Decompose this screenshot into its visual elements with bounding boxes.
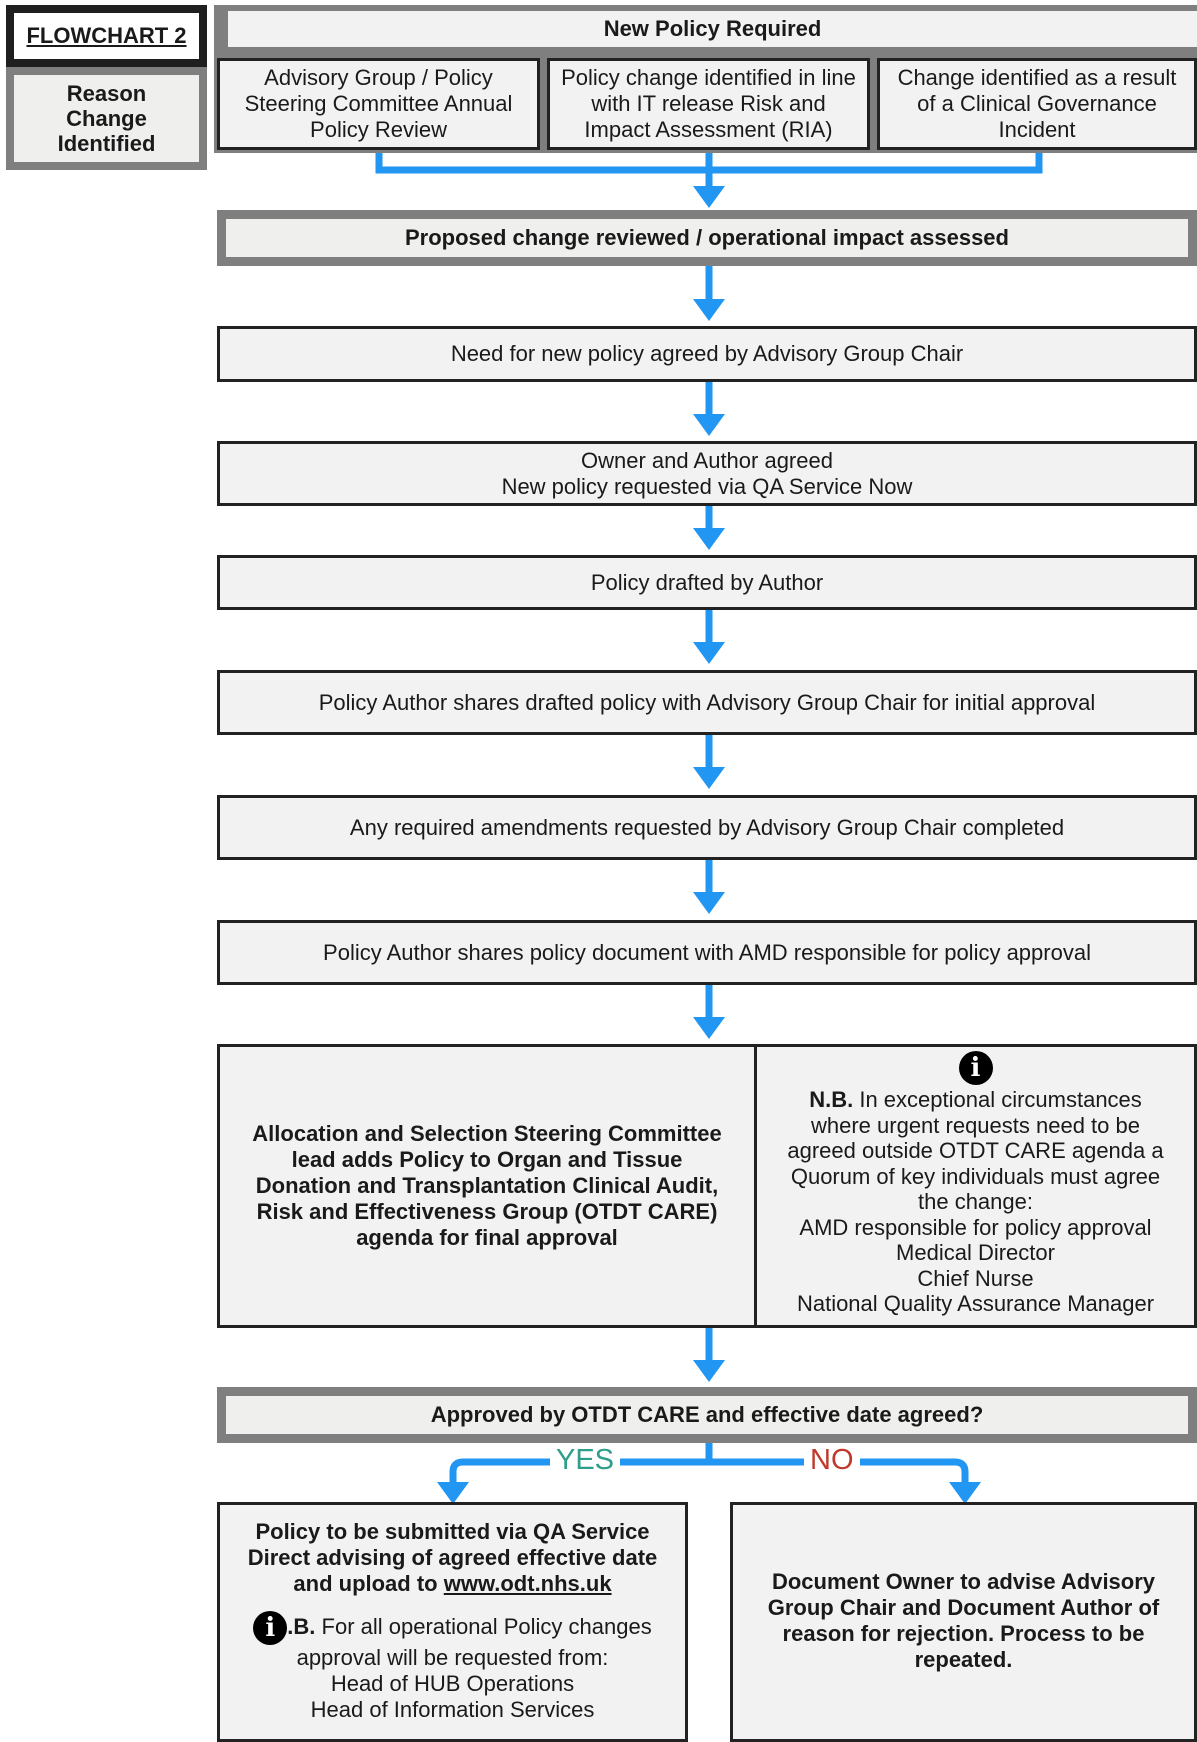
step-need-agreed: Need for new policy agreed by Advisory G… (217, 326, 1197, 382)
nb-label: N.B. (809, 1087, 854, 1112)
source-it-release-ria: Policy change identified in line with IT… (547, 58, 870, 150)
arrowhead (693, 642, 725, 664)
yes-outcome-box: Policy to be submitted via QA Service Di… (217, 1502, 688, 1742)
arrowhead (693, 892, 725, 914)
no-outcome-box: Document Owner to advise Advisory Group … (730, 1502, 1197, 1742)
step-amendments-completed: Any required amendments requested by Adv… (217, 795, 1197, 860)
source-clinical-governance: Change identified as a result of a Clini… (877, 58, 1197, 150)
reason-line: Identified (57, 131, 156, 156)
arrowhead (949, 1482, 981, 1504)
quorum-note-box: i N.B. In exceptional circumstances wher… (754, 1044, 1197, 1328)
flowchart-title: FLOWCHART 2 (26, 23, 187, 48)
arrowhead (437, 1482, 469, 1504)
source-annual-review: Advisory Group / Policy Steering Committ… (217, 58, 540, 150)
no-label: NO (804, 1444, 860, 1477)
step-owner-author-agreed: Owner and Author agreed New policy reque… (217, 441, 1197, 506)
info-icon: i (253, 1611, 288, 1645)
step-shares-initial-approval: Policy Author shares drafted policy with… (217, 670, 1197, 735)
arrowhead (693, 186, 725, 208)
arrowhead (693, 767, 725, 789)
flowchart-title-box: FLOWCHART 2 (6, 5, 207, 67)
info-icon: i (958, 1051, 993, 1085)
new-policy-header: New Policy Required (228, 11, 1197, 47)
reason-line: Change (66, 106, 147, 131)
step-shares-with-amd: Policy Author shares policy document wit… (217, 920, 1197, 985)
arrowhead (693, 528, 725, 550)
reason-change-box: Reason Change Identified (6, 67, 207, 170)
arrowhead (693, 1360, 725, 1382)
arrowhead (693, 1017, 725, 1039)
arrowhead (693, 414, 725, 436)
step-change-reviewed: Proposed change reviewed / operational i… (217, 210, 1197, 266)
yes-label: YES (550, 1444, 621, 1477)
branch-connector (449, 1442, 969, 1486)
odt-website-link[interactable]: www.odt.nhs.uk (443, 1571, 612, 1596)
arrowhead (693, 299, 725, 321)
decision-approved: Approved by OTDT CARE and effective date… (217, 1387, 1197, 1443)
step-policy-drafted: Policy drafted by Author (217, 555, 1197, 610)
allocation-otdt-care-box: Allocation and Selection Steering Commit… (217, 1044, 757, 1328)
reason-line: Reason (66, 81, 147, 106)
